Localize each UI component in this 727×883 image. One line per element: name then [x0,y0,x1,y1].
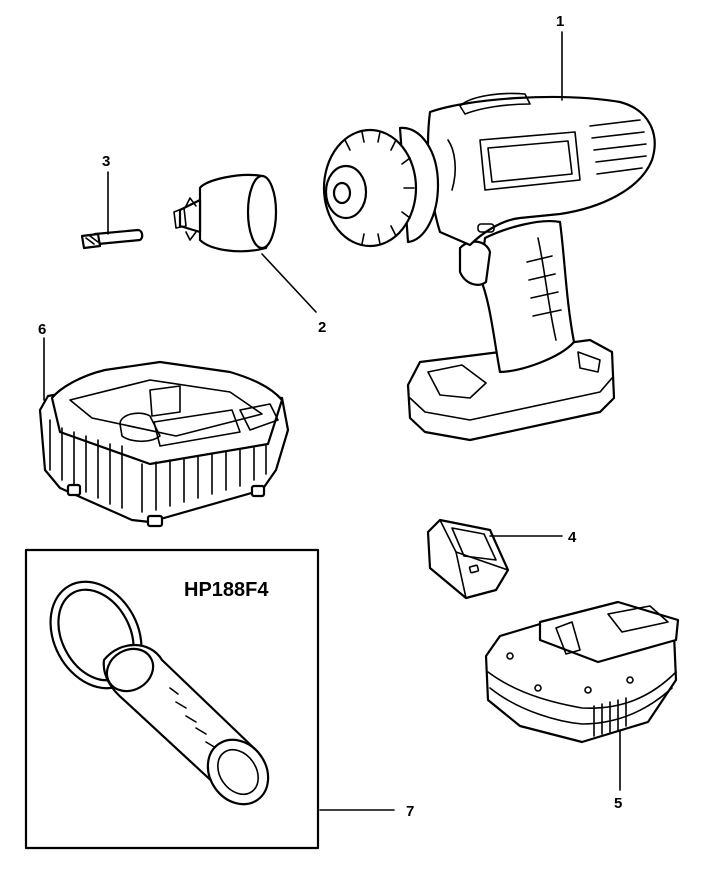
inset-frame [24,548,320,850]
callout-6: 6 [38,321,46,338]
callout-1: 1 [556,13,564,30]
drill-body-part [322,92,656,442]
side-handle-part [49,580,270,806]
battery-charger-part [38,360,290,528]
callout-4: 4 [568,529,577,546]
model-label: HP188F4 [184,579,269,601]
battery-clip-part [426,518,510,600]
battery-pack-part [484,600,680,744]
leader-lines [43,31,621,811]
callout-2: 2 [318,319,326,336]
callout-5: 5 [614,795,622,812]
callout-7: 7 [406,803,414,820]
callout-3: 3 [102,153,110,170]
keyless-chuck-part [173,173,278,253]
chuck-screw-part [80,228,144,250]
